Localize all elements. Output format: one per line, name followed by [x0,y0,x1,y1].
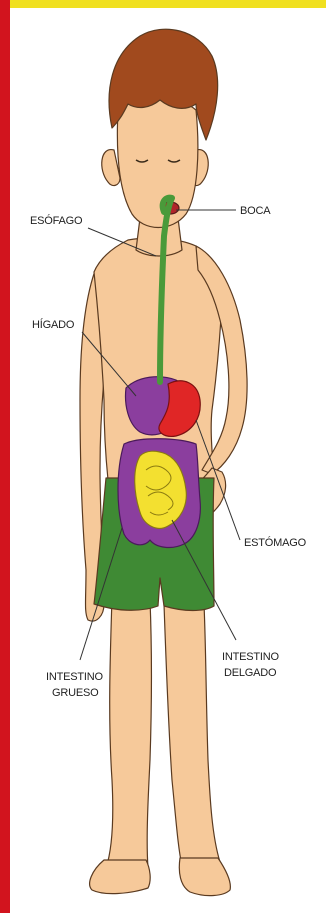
left-leg [106,598,152,868]
head [117,99,198,228]
label-intestino-delgado-line1: INTESTINO [222,651,280,663]
left-red-border [0,0,10,913]
label-esofago: ESÓFAGO [30,214,83,227]
label-intestino-delgado-line2: DELGADO [224,667,277,679]
top-yellow-border [10,0,326,8]
left-foot [90,860,151,894]
label-boca: BOCA [240,205,271,217]
label-estomago: ESTÓMAGO [244,536,307,549]
label-intestino-grueso-line1: INTESTINO [46,671,104,683]
label-intestino-grueso-line2: GRUESO [52,687,99,699]
label-higado: HÍGADO [32,318,75,331]
